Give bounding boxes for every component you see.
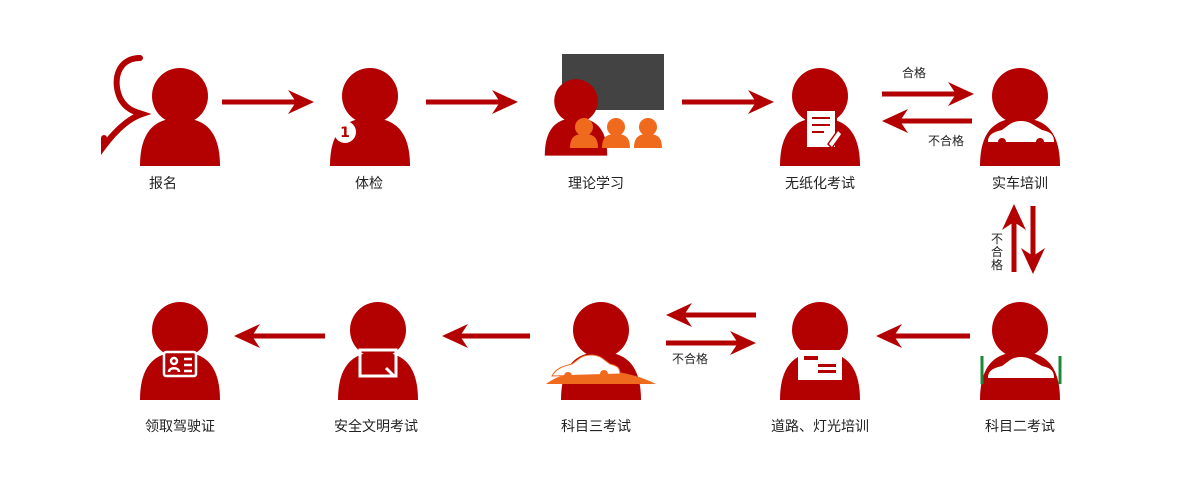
node-label-subject-two-exam: 科目二考试	[985, 419, 1055, 435]
arrowhead	[730, 331, 756, 355]
node-label-practical-training: 实车培训	[992, 176, 1048, 192]
node-label-subject-three-exam: 科目三考试	[561, 419, 631, 435]
arrowhead	[876, 324, 902, 348]
badge-circle-icon	[334, 121, 356, 143]
arrowhead	[442, 324, 468, 348]
node-paperless-exam	[770, 50, 870, 166]
edge-label-fail-vertical: 不合格	[990, 232, 1003, 272]
node-label-road-light-training: 道路、灯光培训	[771, 419, 869, 435]
node-theory-study	[536, 50, 676, 156]
students-icon	[570, 118, 662, 148]
exam-paper-icon	[805, 109, 843, 150]
edge-label-pass: 合格	[902, 66, 927, 80]
monitor-icon	[358, 348, 398, 378]
folder-icon	[798, 350, 842, 380]
node-label-safety-exam: 安全文明考试	[334, 419, 418, 435]
arrowhead	[882, 109, 908, 133]
person-icon	[980, 302, 1060, 400]
node-label-paperless-exam: 无纸化考试	[785, 176, 855, 192]
person-icon	[561, 302, 641, 400]
node-medical-check: 1	[320, 50, 420, 166]
person-icon	[980, 68, 1060, 166]
node-label-theory-study: 理论学习	[568, 176, 624, 192]
arrowhead	[1002, 204, 1026, 230]
arrowhead	[288, 90, 314, 114]
arrowhead	[666, 303, 692, 327]
car-icon	[988, 121, 1054, 142]
car-icon	[988, 357, 1054, 378]
id-card-icon	[162, 350, 198, 378]
arrowhead	[948, 82, 974, 106]
edge-label-fail-top: 不合格	[928, 134, 965, 148]
node-license-collection	[130, 284, 230, 400]
person-icon	[330, 68, 410, 166]
node-label-license-collection: 领取驾驶证	[145, 419, 215, 435]
node-practical-training	[970, 50, 1070, 166]
node-label-medical-check: 体检	[355, 176, 383, 192]
edge-label-fail-bottom: 不合格	[672, 352, 709, 366]
arrowhead	[748, 90, 774, 114]
node-road-light-training	[770, 284, 870, 400]
person-outline-icon	[101, 55, 152, 155]
badge-number: 1	[340, 125, 350, 141]
arrowhead	[492, 90, 518, 114]
node-label-registration: 报名	[149, 176, 177, 192]
node-safety-exam	[328, 284, 428, 400]
arrowhead	[234, 324, 260, 348]
node-registration	[100, 50, 225, 166]
node-subject-two-exam	[970, 284, 1070, 400]
course-pole-icon	[980, 356, 1062, 384]
node-subject-three-exam	[546, 284, 656, 400]
arrowhead	[1021, 248, 1045, 274]
